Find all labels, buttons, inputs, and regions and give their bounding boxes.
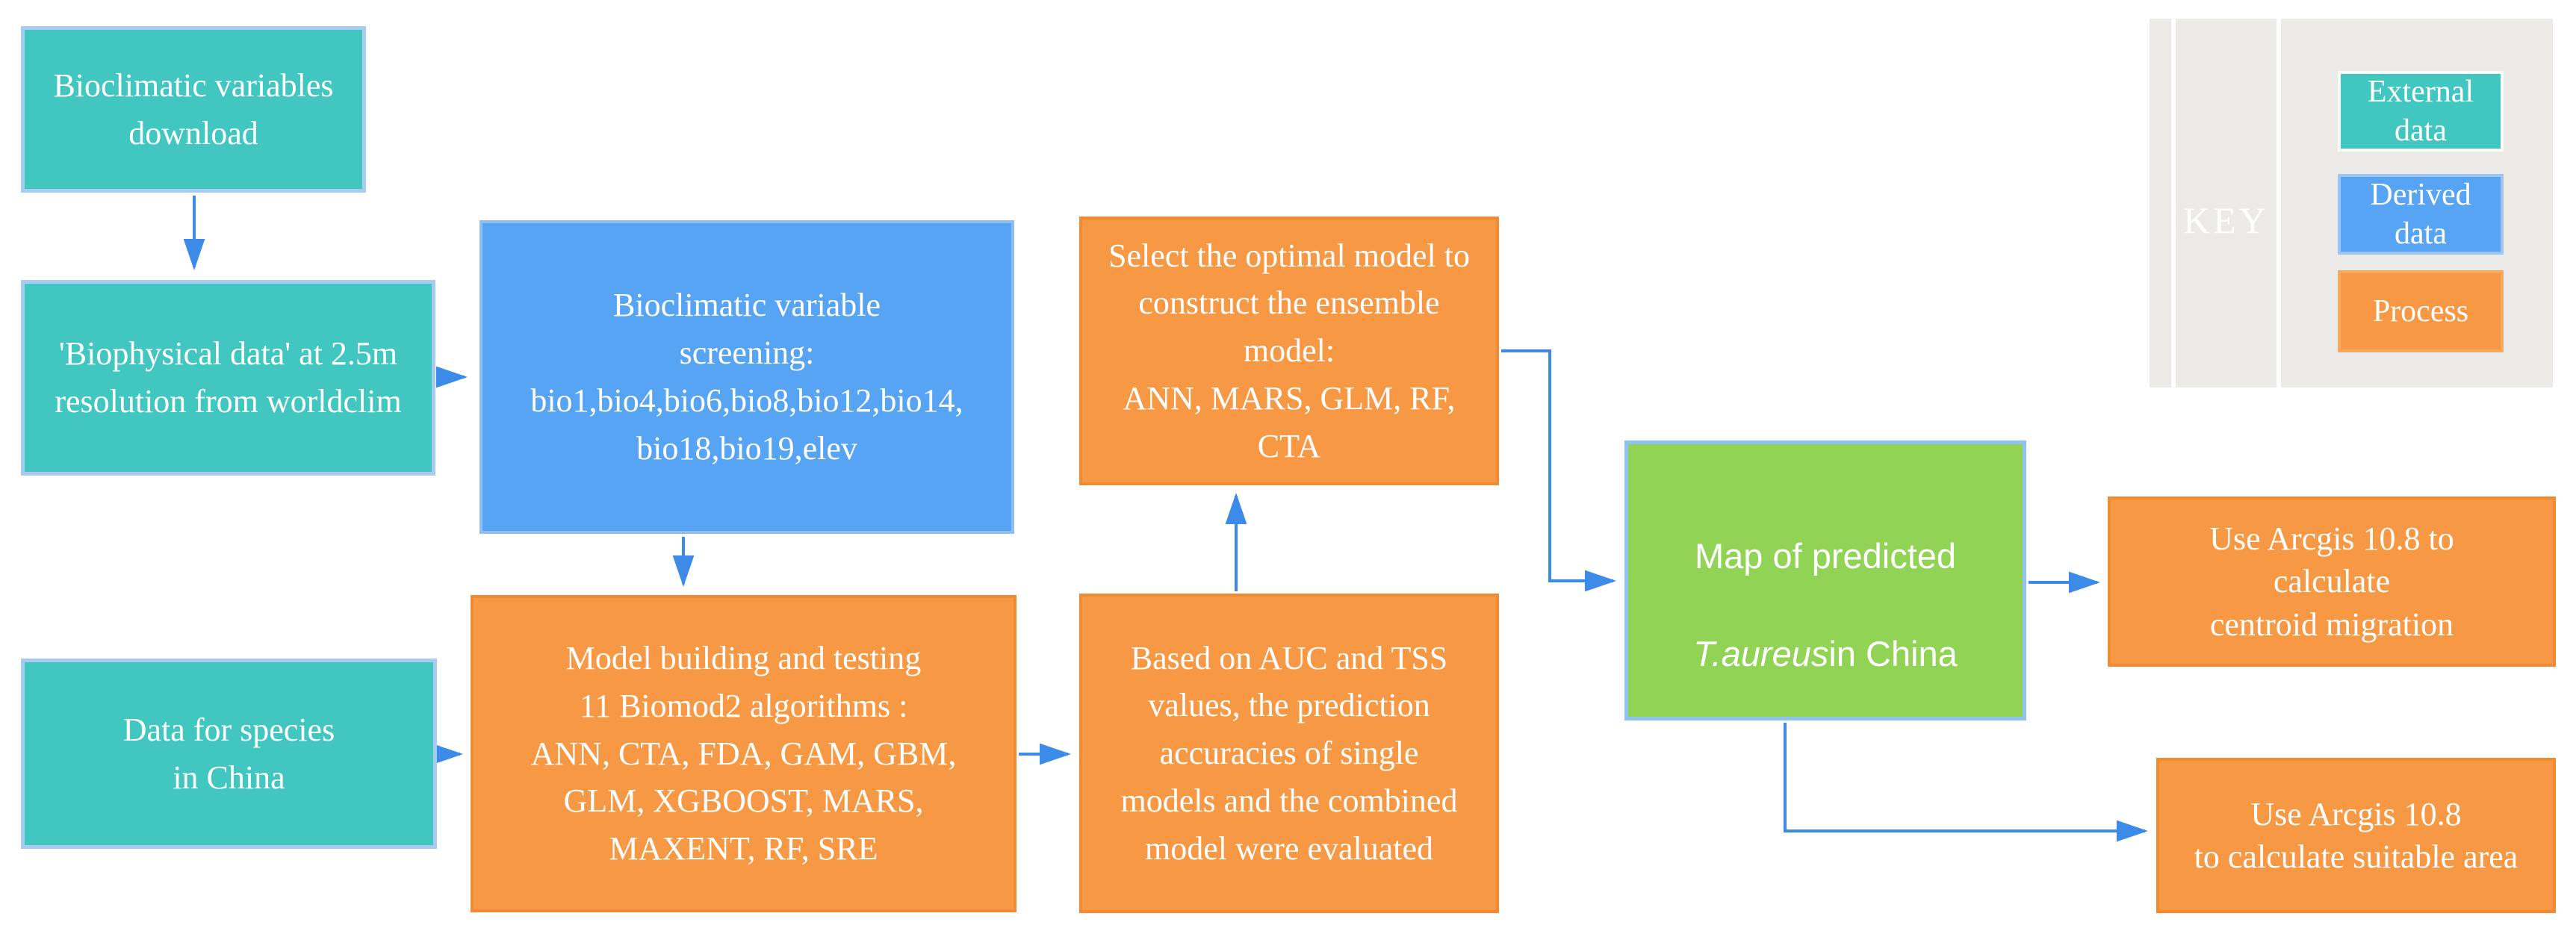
map-species-name: T.aureus (1693, 634, 1829, 674)
arrow-ensemble-to-map (1501, 349, 1616, 592)
node-bioclimatic-download: Bioclimatic variables download (21, 26, 366, 193)
node-map-predicted: Map of predicted T.aureusin China (1624, 441, 2026, 720)
node-ensemble-selection: Select the optimal model to construct th… (1079, 217, 1499, 485)
key-title: KEY (2183, 199, 2269, 241)
node-suitable-area: Use Arcgis 10.8 to calculate suitable ar… (2156, 758, 2556, 913)
node-biophysical-data: 'Biophysical data' at 2.5m resolution fr… (21, 280, 435, 476)
key-panel-divider (2171, 19, 2176, 387)
node-centroid-migration: Use Arcgis 10.8 to calculate centroid mi… (2108, 496, 2556, 667)
legend-derived-data: Derived data (2338, 174, 2504, 255)
node-species-data: Data for species in China (21, 659, 437, 849)
arrow-map-to-suitable-area (1784, 723, 2148, 842)
legend-process: Process (2338, 270, 2504, 352)
node-variable-screening: Bioclimatic variable screening: bio1,bio… (479, 220, 1014, 534)
map-suffix: in China (1828, 634, 1958, 674)
node-model-building: Model building and testing 11 Biomod2 al… (471, 595, 1017, 912)
legend-external-data: External data (2338, 71, 2504, 152)
map-predicted-text: Map of predicted T.aureusin China (1693, 482, 1958, 679)
key-panel-divider (2276, 19, 2281, 387)
map-line1: Map of predicted (1694, 535, 1957, 576)
node-evaluation: Based on AUC and TSS values, the predict… (1079, 594, 1499, 913)
